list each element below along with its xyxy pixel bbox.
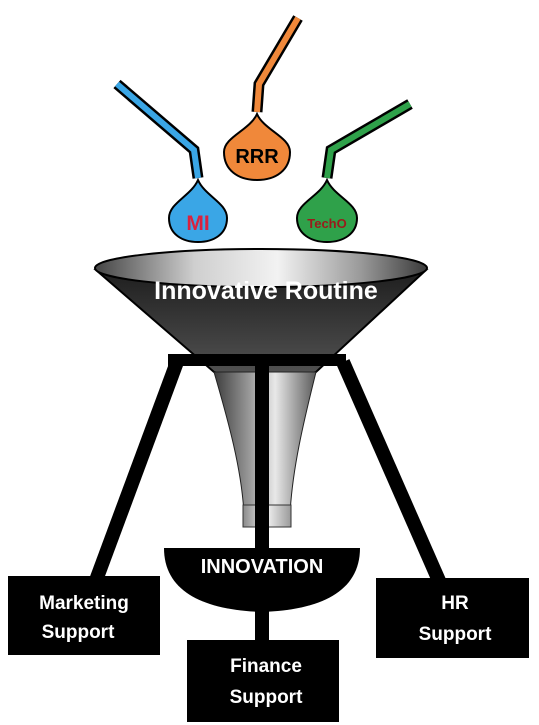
drop-label-rrr: RRR (235, 146, 279, 168)
bowl-label: INNOVATION (201, 556, 324, 578)
drop-techo: TechO (295, 177, 359, 244)
pipe-mi (113, 79, 204, 179)
marketing-line2: Support (42, 622, 115, 643)
drop-label-techo: TechO (307, 216, 347, 231)
marketing-line1: Marketing (39, 593, 129, 614)
pipe-rrr (251, 15, 303, 113)
drop-label-mi: MI (186, 212, 209, 235)
output-hr-support: HR Support (376, 578, 529, 658)
stand-frame (88, 354, 447, 640)
drop-mi: MI (167, 177, 229, 244)
output-finance-support: Finance Support (187, 640, 339, 722)
drop-rrr: RRR (222, 111, 292, 182)
output-marketing-support: Marketing Support (8, 576, 160, 655)
hr-line1: HR (441, 593, 469, 614)
hr-line2: Support (419, 624, 492, 645)
pipe-techo (321, 99, 413, 179)
funnel-label: Innovative Routine (154, 277, 378, 305)
innovation-bowl: INNOVATION (164, 548, 360, 612)
finance-line2: Support (230, 687, 303, 708)
finance-line1: Finance (230, 656, 302, 677)
